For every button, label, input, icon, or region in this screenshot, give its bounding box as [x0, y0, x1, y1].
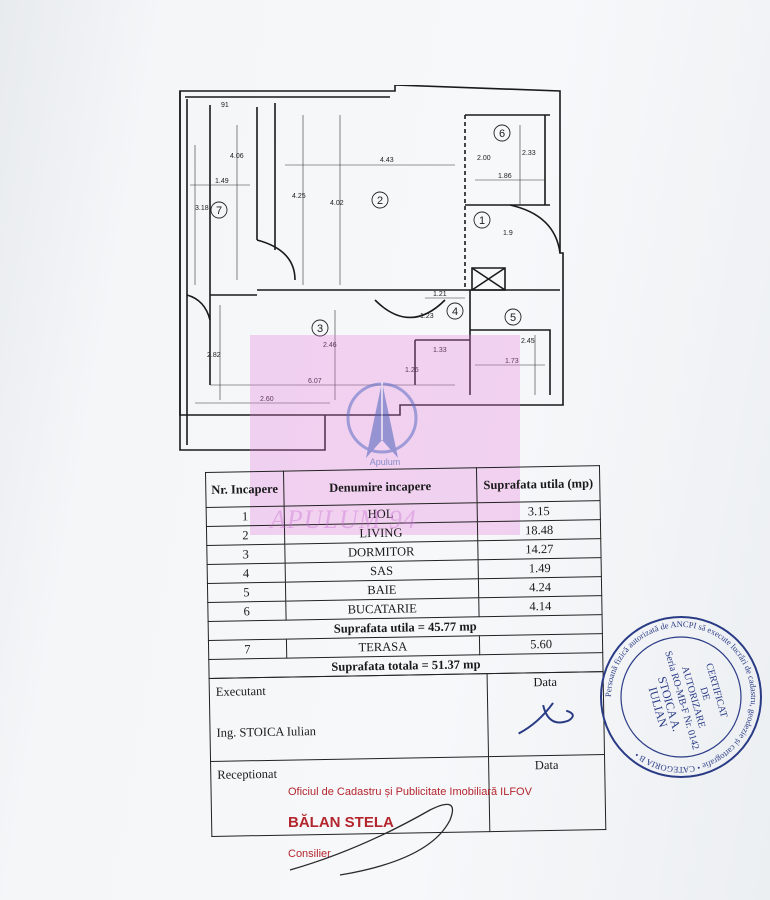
room-number: 3: [317, 323, 323, 335]
office-officer-name: BĂLAN STELA: [288, 814, 394, 831]
dim-label: 1.33: [433, 347, 447, 354]
column-header-nr: Nr. Incapere: [205, 471, 284, 508]
dim-label: 6.07: [308, 378, 322, 385]
dim-label: 1.26: [405, 367, 419, 374]
room-number: 1: [479, 215, 485, 227]
room-number: 5: [510, 312, 516, 324]
dim-label: 4.06: [230, 153, 244, 160]
room-number: 4: [452, 306, 458, 318]
room-area-cell: 5.60: [479, 633, 603, 655]
rooms-table-block: Nr. Incapere Denumire incapere Suprafata…: [205, 465, 612, 864]
executant-name: Ing. STOICA Iulian: [216, 724, 317, 740]
room-number: 7: [216, 205, 222, 217]
room-nr-cell: 4: [207, 563, 286, 584]
executant-label: Executant: [215, 683, 266, 699]
apulum-logo-icon: [346, 382, 418, 458]
bleed-through-text: [30, 40, 90, 600]
authorization-stamp-icon: Persoană fizică autorizată de ANCPI să e…: [600, 616, 762, 778]
dim-label: 2.46: [323, 342, 337, 349]
receptionat-label: Receptionat: [217, 766, 278, 782]
office-officer-role: Consilier: [288, 848, 331, 860]
column-header-name: Denumire incapere: [283, 467, 478, 507]
dim-label: 3.18: [195, 205, 209, 212]
dim-label: 2.45: [521, 338, 535, 345]
dim-label: 2.33: [522, 150, 536, 157]
room-number: 2: [377, 195, 383, 207]
room-area-cell: 4.24: [478, 576, 602, 598]
signature-table: Executant Ing. STOICA Iulian Data Recept…: [209, 671, 607, 837]
dim-label: 1.86: [498, 173, 512, 180]
room-number: 6: [499, 128, 505, 140]
dim-label: 1.49: [215, 178, 229, 185]
dim-label: 1.21: [433, 291, 447, 298]
dim-label: 91: [221, 102, 229, 109]
logo-caption: Apulum: [369, 457, 401, 467]
data-label: Data: [533, 674, 558, 690]
executant-cell: Executant Ing. STOICA Iulian: [209, 673, 489, 762]
room-area-cell: 4.14: [478, 595, 603, 617]
room-nr-cell: 5: [207, 582, 286, 603]
room-nr-cell: 6: [207, 601, 286, 622]
floor-plan: 91 4.06 1.49 3.18 4.25 4.43 4.02 2.00 2.…: [175, 85, 570, 455]
room-area-cell: 14.27: [477, 538, 602, 560]
dim-label: 4.02: [330, 200, 344, 207]
dim-label: 2.82: [207, 352, 221, 359]
office-signature-icon: [289, 803, 454, 876]
rooms-table: Nr. Incapere Denumire incapere Suprafata…: [205, 465, 604, 679]
signature-icon: [518, 702, 574, 735]
dim-label: 1.23: [420, 313, 434, 320]
room-nr-cell: 7: [208, 639, 287, 660]
room-nr-cell: 3: [206, 544, 285, 565]
dim-label: 4.43: [380, 157, 394, 164]
dim-label: 2.00: [477, 155, 491, 162]
column-header-area: Suprafata utila (mp): [476, 465, 601, 503]
dim-label: 2.60: [260, 396, 274, 403]
watermark-text: APULUM 94: [270, 505, 417, 534]
dim-label: 1.73: [505, 358, 519, 365]
office-stamp-title: Oficiul de Cadastru și Publicitate Imobi…: [288, 786, 532, 798]
dim-label: 1.9: [503, 230, 513, 237]
executant-date-cell: Data: [487, 671, 605, 757]
dim-label: 4.25: [292, 193, 306, 200]
data-label: Data: [534, 757, 559, 773]
floor-plan-drawing: 91 4.06 1.49 3.18 4.25 4.43 4.02 2.00 2.…: [179, 85, 564, 451]
room-area-cell: 1.49: [478, 557, 602, 579]
